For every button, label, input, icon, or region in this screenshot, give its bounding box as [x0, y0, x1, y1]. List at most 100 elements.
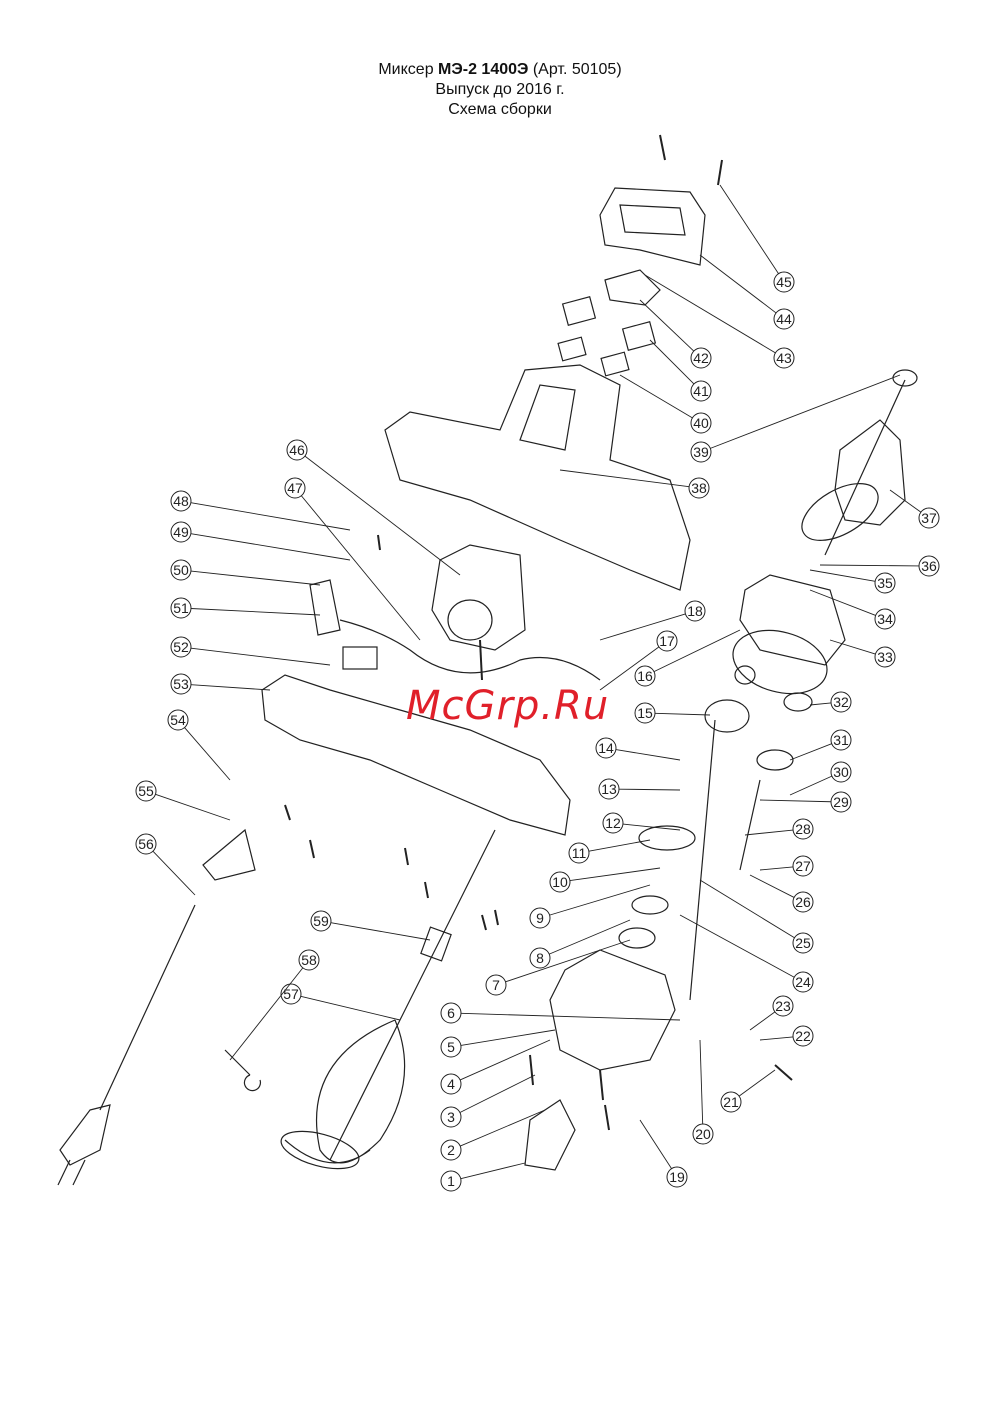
spindle: [689, 719, 716, 1001]
leader-line: [460, 1162, 526, 1180]
leader-line: [599, 613, 686, 641]
callout-number: 31: [833, 732, 849, 748]
callout-circle: [284, 477, 306, 499]
leader-line: [549, 919, 631, 955]
leader-line: [759, 1036, 794, 1041]
callout-25: 25: [699, 879, 814, 954]
leader-line: [190, 533, 351, 561]
callout-10: 10: [549, 867, 661, 893]
damper: [621, 321, 657, 351]
callout-44: 44: [699, 254, 795, 330]
leader-line: [300, 995, 401, 1021]
callout-circle: [634, 702, 656, 724]
callout-circle: [286, 439, 308, 461]
article-number: (Арт. 50105): [528, 61, 622, 78]
callout-circle: [688, 477, 710, 499]
gear: [704, 699, 750, 733]
leader-line: [889, 489, 922, 513]
leader-line: [190, 684, 271, 691]
callout-24: 24: [679, 914, 814, 993]
leader-line: [809, 702, 832, 706]
leader-line: [459, 1039, 551, 1081]
plug-pin: [72, 1159, 86, 1186]
callout-30: 30: [789, 761, 852, 796]
callout-7: 7: [485, 939, 631, 996]
housing-half-lower: [261, 674, 571, 836]
leader-line: [460, 1012, 681, 1021]
callout-circle: [773, 347, 795, 369]
screws: [284, 134, 793, 1131]
callout-number: 14: [598, 740, 614, 756]
callout-circle: [792, 971, 814, 993]
callout-circle: [792, 932, 814, 954]
leader-line: [190, 608, 321, 616]
callout-circle: [568, 842, 590, 864]
leader-line: [618, 788, 681, 791]
callout-55: 55: [135, 780, 231, 821]
callout-number: 41: [693, 383, 709, 399]
callout-number: 47: [287, 480, 303, 496]
bearing: [783, 692, 813, 712]
leader-line: [460, 1029, 556, 1046]
leader-line: [559, 469, 690, 488]
leader-line: [644, 274, 776, 354]
callout-number: 42: [693, 350, 709, 366]
leader-line: [549, 884, 651, 916]
switch: [309, 579, 341, 636]
callout-circle: [170, 521, 192, 543]
callout-number: 15: [637, 705, 653, 721]
leader-line: [719, 184, 779, 274]
callout-3: 3: [440, 1074, 536, 1128]
leader-line: [622, 823, 681, 831]
leader-line: [699, 254, 777, 314]
wiring: [339, 619, 601, 681]
callout-circle: [792, 1025, 814, 1047]
callout-29: 29: [759, 791, 852, 813]
callout-15: 15: [634, 702, 711, 724]
callout-circle: [690, 380, 712, 402]
callout-circle: [595, 737, 617, 759]
capacitor: [342, 646, 378, 670]
callout-circle: [830, 761, 852, 783]
bearing: [734, 665, 756, 685]
callout-number: 19: [669, 1169, 685, 1185]
leader-line: [744, 829, 794, 836]
callout-37: 37: [889, 489, 940, 529]
callout-32: 32: [809, 691, 852, 713]
callout-number: 16: [637, 668, 653, 684]
callout-number: 5: [447, 1039, 455, 1055]
mixing-paddle: [284, 1019, 406, 1164]
callout-circle: [298, 949, 320, 971]
callout-12: 12: [602, 812, 681, 834]
callout-circle: [440, 1139, 462, 1161]
title-line-2: Выпуск до 2016 г.: [435, 81, 565, 98]
leader-line: [229, 967, 304, 1061]
leader-line: [699, 879, 795, 939]
callout-number: 24: [795, 974, 811, 990]
callout-6: 6: [440, 1002, 681, 1024]
leader-line: [819, 564, 920, 567]
callout-number: 50: [173, 562, 189, 578]
shaft: [739, 779, 761, 871]
leader-line: [809, 589, 876, 616]
callout-49: 49: [170, 521, 351, 561]
title-prefix: Миксер: [378, 61, 439, 78]
callout-43: 43: [644, 274, 795, 369]
gearbox-housing: [549, 949, 676, 1071]
damper: [600, 351, 630, 377]
callout-4: 4: [440, 1039, 551, 1095]
callout-circle: [170, 636, 192, 658]
leader-line: [679, 914, 795, 978]
leader-line: [155, 793, 231, 821]
callout-number: 48: [173, 493, 189, 509]
callout-number: 45: [776, 274, 792, 290]
leader-line: [649, 339, 695, 385]
callout-9: 9: [529, 884, 651, 929]
callout-number: 30: [833, 764, 849, 780]
leader-line: [184, 727, 231, 781]
plug: [59, 1104, 111, 1166]
top-handle: [599, 187, 706, 266]
callout-47: 47: [284, 477, 421, 641]
leader-line: [190, 570, 321, 586]
